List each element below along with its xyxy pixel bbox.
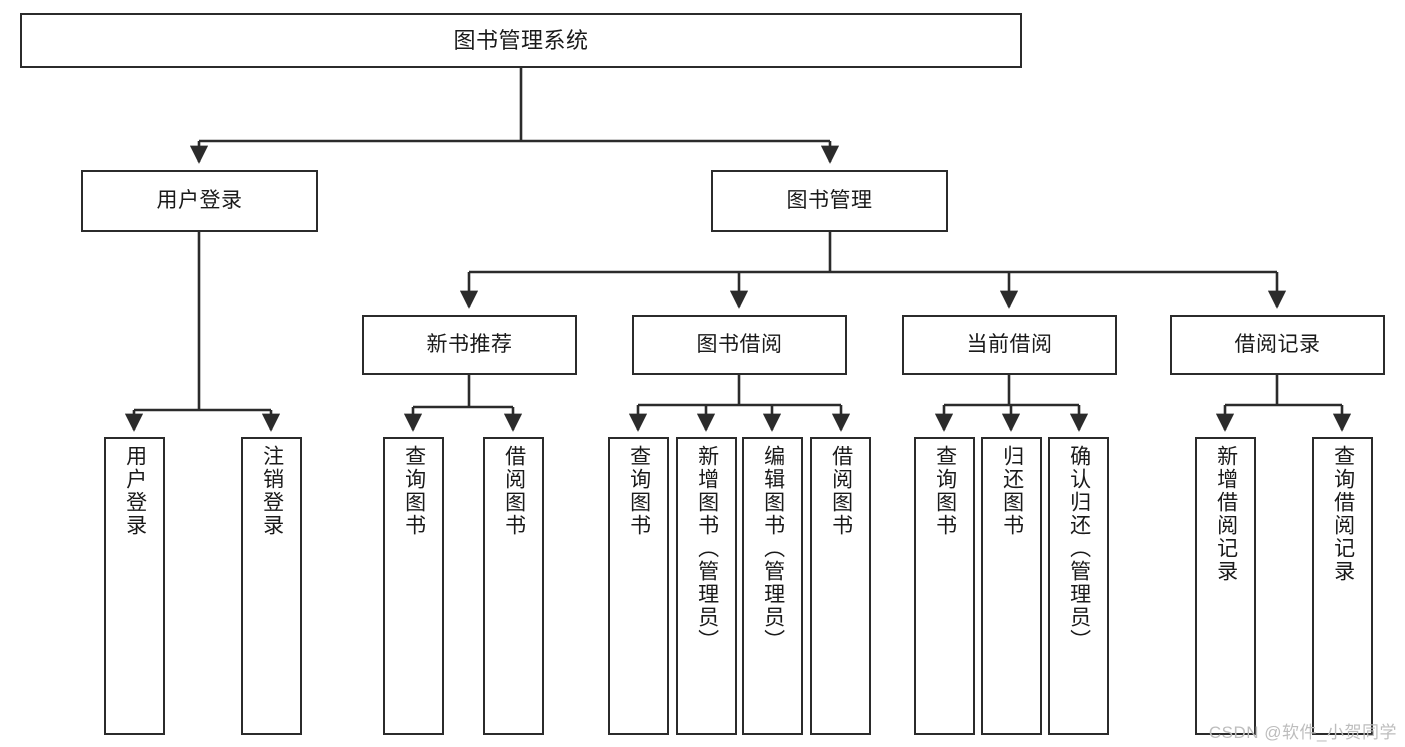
watermark-text: CSDN @软件_小贺同学 xyxy=(1208,723,1397,742)
leaf-user-login-logout[interactable]: 注销登录 xyxy=(241,437,302,735)
leaf-new-book-query-book[interactable]: 查询图书 xyxy=(383,437,444,735)
leaf-user-login-login[interactable]: 用户登录 xyxy=(104,437,165,735)
node-label: 查询借阅记录 xyxy=(1331,445,1355,583)
leaf-book-borrow-borrow-book[interactable]: 借阅图书 xyxy=(810,437,871,735)
leaf-new-book-borrow-book[interactable]: 借阅图书 xyxy=(483,437,544,735)
leaf-book-borrow-add-book-admin[interactable]: 新增图书（管理员） xyxy=(676,437,737,735)
node-label: 查询图书 xyxy=(933,445,957,537)
node-book-management[interactable]: 图书管理 xyxy=(711,170,948,232)
node-label: 借阅图书 xyxy=(502,445,526,537)
node-label: 查询图书 xyxy=(627,445,651,537)
leaf-current-borrow-return-book[interactable]: 归还图书 xyxy=(981,437,1042,735)
node-label: 新增借阅记录 xyxy=(1214,445,1238,583)
node-label: 新增图书（管理员） xyxy=(695,445,719,652)
node-label: 用户登录 xyxy=(123,445,147,537)
node-label: 借阅图书 xyxy=(829,445,853,537)
node-new-book-recommend[interactable]: 新书推荐 xyxy=(362,315,577,375)
node-book-borrow[interactable]: 图书借阅 xyxy=(632,315,847,375)
node-label: 借阅记录 xyxy=(1234,332,1321,356)
node-label: 确认归还（管理员） xyxy=(1067,445,1091,652)
node-label: 归还图书 xyxy=(1000,445,1024,537)
leaf-book-borrow-edit-book-admin[interactable]: 编辑图书（管理员） xyxy=(742,437,803,735)
node-label: 当前借阅 xyxy=(966,332,1053,356)
node-label: 查询图书 xyxy=(402,445,426,537)
node-borrow-record[interactable]: 借阅记录 xyxy=(1170,315,1385,375)
node-label: 用户登录 xyxy=(156,188,243,212)
node-label: 新书推荐 xyxy=(426,332,513,356)
node-current-borrow[interactable]: 当前借阅 xyxy=(902,315,1117,375)
node-root-book-management-system[interactable]: 图书管理系统 xyxy=(20,13,1022,68)
node-user-login[interactable]: 用户登录 xyxy=(81,170,318,232)
node-label: 图书管理 xyxy=(786,188,873,212)
leaf-book-borrow-query-book[interactable]: 查询图书 xyxy=(608,437,669,735)
node-label: 编辑图书（管理员） xyxy=(761,445,785,652)
node-label: 图书借阅 xyxy=(696,332,783,356)
node-label: 图书管理系统 xyxy=(453,27,589,53)
leaf-current-borrow-confirm-return-admin[interactable]: 确认归还（管理员） xyxy=(1048,437,1109,735)
node-label: 注销登录 xyxy=(260,445,284,537)
leaf-current-borrow-query-book[interactable]: 查询图书 xyxy=(914,437,975,735)
leaf-borrow-record-query-record[interactable]: 查询借阅记录 xyxy=(1312,437,1373,735)
leaf-borrow-record-add-record[interactable]: 新增借阅记录 xyxy=(1195,437,1256,735)
